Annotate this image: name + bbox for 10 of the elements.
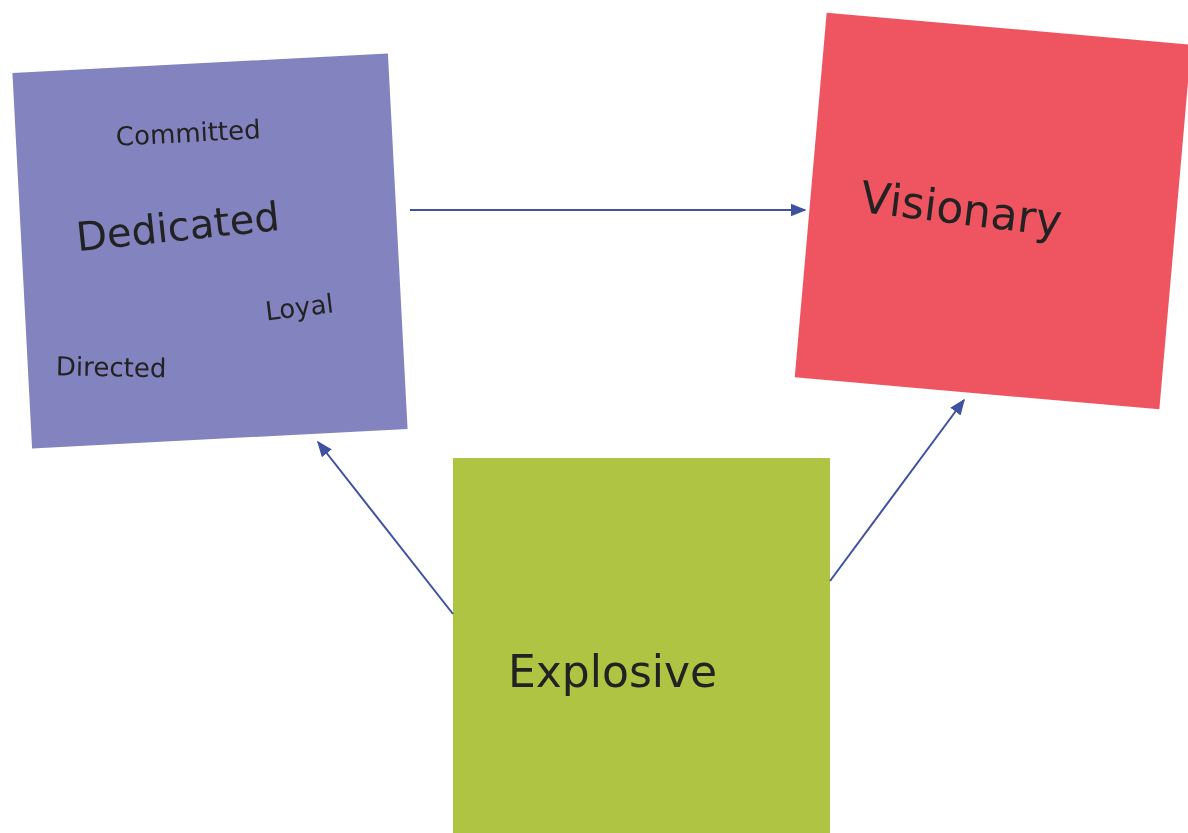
note-text: Explosive [508,648,718,697]
note-text: Loyal [263,289,336,327]
arrow [409,203,807,217]
sticky-note [453,458,830,833]
arrow [829,398,965,582]
note-text: Dedicated [73,194,282,260]
note-text: Directed [55,352,167,383]
note-text: Visionary [857,173,1065,246]
arrow [317,440,454,615]
note-text: Committed [115,115,262,152]
